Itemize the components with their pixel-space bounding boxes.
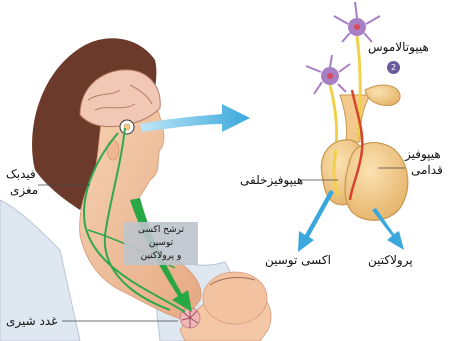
neural-feedback-label-2: مغزی (10, 183, 38, 197)
oxytocin-arrow (298, 190, 334, 252)
neural-feedback-label-1: فیدبک (6, 167, 36, 181)
anterior-pituitary-label-2: قدامی (411, 163, 443, 177)
mammary-glands-label: غدد شیری (6, 314, 57, 328)
pituitary-closeup (306, 2, 408, 220)
mother-ear (107, 140, 119, 160)
secretion-label-line1: ترشح اکسی توسین (126, 224, 196, 250)
posterior-pituitary-label: هیپوفیزخلفی (240, 173, 303, 187)
baby-head (203, 272, 267, 324)
median-eminence (365, 85, 400, 105)
anterior-pituitary-label-1: هیپوفیز (405, 147, 441, 161)
hypothalamus-label: هیپوتالاموس (368, 40, 429, 54)
prolactin-label: پرولاکتین (368, 253, 413, 267)
secretion-label-line2: و پرولاکتین (126, 250, 196, 263)
step-badge: 2 (387, 61, 400, 74)
oxytocin-label: اکسی توسین (265, 253, 331, 267)
secretion-label: ترشح اکسی توسین و پرولاکتین (124, 222, 198, 265)
neuron-middle (306, 55, 350, 94)
